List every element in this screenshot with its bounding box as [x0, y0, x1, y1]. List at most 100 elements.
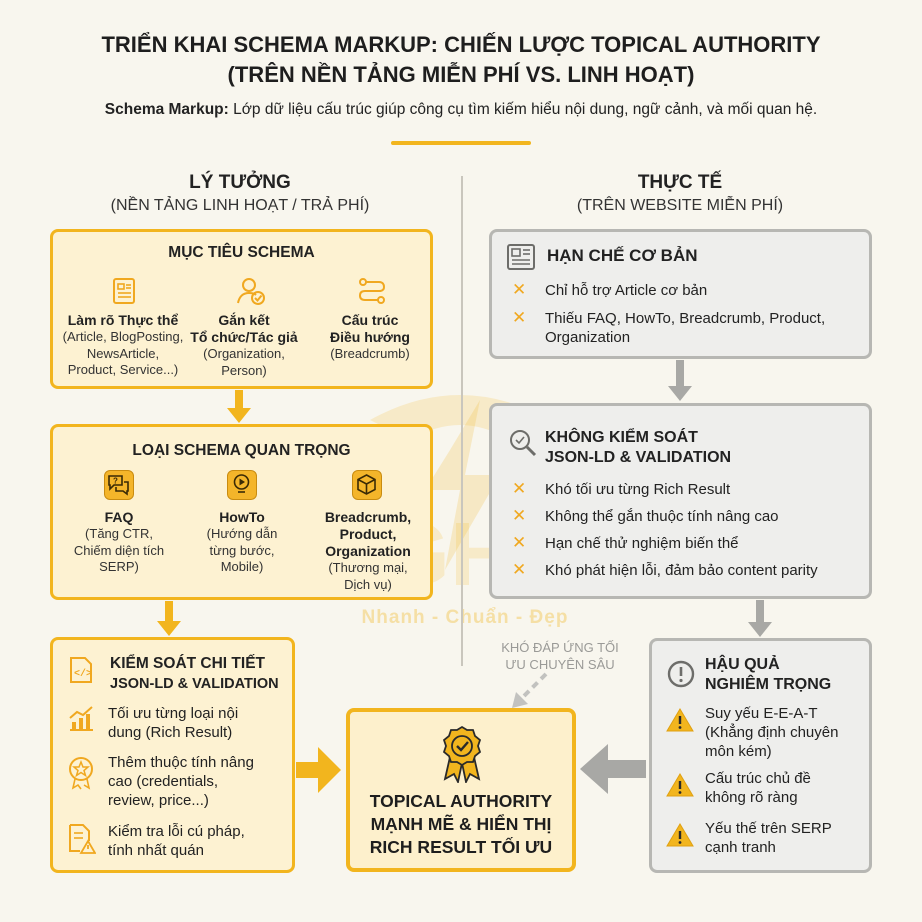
goal-item-organization: Gắn kết Tổ chức/Tác giả (Organization, P…	[179, 312, 309, 379]
box-icon	[352, 470, 382, 500]
arrow-down-icon	[157, 601, 181, 636]
x-mark-icon: ✕	[512, 308, 527, 327]
page-title: TRIỂN KHAI SCHEMA MARKUP: CHIẾN LƯỢC TOP…	[20, 30, 902, 90]
x-mark-icon: ✕	[512, 280, 527, 299]
goal-item-entity: Làm rõ Thực thể (Article, BlogPosting, N…	[53, 312, 193, 379]
type-item-sub: (Hướng dẫn	[206, 526, 278, 541]
arrow-down-icon	[227, 390, 251, 423]
control-item-text: Thêm thuộc tính nâng cao (credentials, r…	[108, 754, 254, 809]
goal-item-sub: (Organization,	[203, 346, 285, 361]
schema-goal-box: MỤC TIÊU SCHEMA Làm rõ Thực thể (Article…	[50, 229, 433, 389]
goal-item-label: Cấu trúc Điều hướng	[330, 312, 410, 345]
type-item-sub: Dịch vụ)	[344, 576, 392, 592]
left-column-heading: LÝ TƯỞNG (NỀN TẢNG LINH HOẠT / TRẢ PHÍ)	[40, 171, 440, 217]
basic-limits-title: HẠN CHẾ CƠ BẢN	[547, 246, 698, 265]
no-control-title-line-2: JSON-LD & VALIDATION	[545, 449, 732, 466]
arrow-down-icon	[748, 600, 772, 637]
x-mark-icon: ✕	[512, 533, 527, 552]
goal-item-navigation: Cấu trúc Điều hướng (Breadcrumb)	[309, 312, 431, 363]
type-item-label: FAQ	[104, 509, 134, 525]
basic-limits-box: HẠN CHẾ CƠ BẢN ✕ Chỉ hỗ trợ Article cơ b…	[489, 229, 872, 359]
type-item-label: Breadcrumb, Product, Organization	[324, 509, 412, 559]
type-item-howto: HowTo (Hướng dẫn từng bước, Mobile)	[179, 509, 305, 576]
consequences-title-line-1: HẬU QUẢ	[705, 656, 780, 673]
left-heading: LÝ TƯỞNG	[189, 172, 291, 193]
control-item-text: Kiểm tra lỗi cú pháp, tính nhất quán	[108, 823, 245, 859]
newspaper-icon	[507, 244, 535, 270]
title-divider	[391, 141, 531, 145]
consequence-item: Yếu thế trên SERP cạnh tranh	[705, 820, 832, 856]
type-item-sub: (Tăng CTR,	[85, 526, 153, 541]
star-badge-icon	[69, 757, 93, 790]
control-title-line-2: JSON-LD & VALIDATION	[110, 676, 279, 692]
warning-triangle-icon	[666, 773, 694, 797]
play-bulb-icon	[227, 470, 257, 500]
type-item-sub: SERP)	[99, 559, 139, 574]
dashed-arrow-note: KHÓ ĐÁP ỨNG TỐI ƯU CHUYÊN SÂU	[501, 640, 619, 672]
left-subheading: (NỀN TẢNG LINH HOẠT / TRẢ PHÍ)	[110, 197, 370, 214]
goal-item-sub: Person)	[221, 362, 267, 378]
doc-warning-icon	[69, 824, 96, 854]
no-control-box: KHÔNG KIỂM SOÁT JSON-LD & VALIDATION ✕ K…	[489, 403, 872, 599]
goal-item-sub: Product, Service...)	[67, 362, 179, 377]
goal-item-label: Gắn kết Tổ chức/Tác giả	[190, 312, 298, 345]
consequence-item: Suy yếu E-E-A-T (Khẳng định chuyên môn k…	[705, 705, 839, 760]
goal-item-label: Làm rõ Thực thể	[67, 312, 179, 328]
svg-text:?: ?	[113, 477, 118, 486]
detailed-control-box: </> KIỂM SOÁT CHI TIẾT JSON-LD & VALIDAT…	[50, 637, 295, 873]
arrow-left-icon	[580, 744, 646, 794]
right-subheading: (TRÊN WEBSITE MIỄN PHÍ)	[576, 197, 784, 214]
arrow-down-icon	[668, 360, 692, 401]
code-file-icon: </>	[70, 657, 92, 683]
type-item-faq: FAQ (Tăng CTR, Chiếm diện tích SERP)	[53, 509, 185, 576]
detailed-control-title: KIỂM SOÁT CHI TIẾT JSON-LD & VALIDATION	[110, 654, 290, 694]
page-subtitle: Schema Markup: Lớp dữ liệu cấu trúc giúp…	[20, 99, 902, 121]
subtitle-text: Lớp dữ liệu cấu trúc giúp công cụ tìm ki…	[233, 101, 818, 118]
no-control-title-line-1: KHÔNG KIỂM SOÁT	[545, 429, 698, 446]
no-control-item: Khó tối ưu từng Rich Result	[545, 481, 731, 498]
column-divider	[461, 176, 463, 666]
person-check-icon	[237, 278, 265, 305]
type-item-sub: Mobile)	[220, 559, 264, 574]
schema-types-title: LOẠI SCHEMA QUAN TRỌNG	[132, 442, 351, 459]
control-item-text: Tối ưu từng loại nội dung (Rich Result)	[108, 705, 239, 741]
x-mark-icon: ✕	[512, 479, 527, 498]
schema-types-box: LOẠI SCHEMA QUAN TRỌNG ? FAQ (Tăng CTR, …	[50, 424, 433, 600]
type-item-label: HowTo	[219, 509, 265, 525]
consequence-item: Cấu trúc chủ đề không rõ ràng	[705, 770, 811, 806]
no-control-title: KHÔNG KIỂM SOÁT JSON-LD & VALIDATION	[545, 428, 845, 468]
type-item-commerce: Breadcrumb, Product, Organization (Thươn…	[305, 509, 431, 593]
consequences-title-line-2: NGHIÊM TRỌNG	[705, 676, 832, 693]
topical-authority-text: TOPICAL AUTHORITY MẠNH MẼ & HIỂN THỊ RIC…	[369, 791, 553, 857]
basic-limit-item: Chỉ hỗ trợ Article cơ bản	[545, 282, 708, 299]
basic-limit-item: Thiếu FAQ, HowTo, Breadcrumb, Product, O…	[545, 310, 826, 346]
no-control-item: Khó phát hiện lỗi, đảm bảo content parit…	[545, 562, 818, 579]
topical-authority-target-box: TOPICAL AUTHORITY MẠNH MẼ & HIỂN THỊ RIC…	[346, 708, 576, 872]
goal-item-sub: NewsArticle,	[86, 345, 160, 361]
warning-triangle-icon	[666, 708, 694, 732]
type-item-sub: Chiếm diện tích	[73, 542, 165, 558]
faq-bubble-icon: ?	[104, 470, 134, 500]
type-item-sub: từng bước,	[209, 542, 275, 558]
x-mark-icon: ✕	[512, 506, 527, 525]
route-icon	[358, 278, 386, 304]
goal-item-sub: (Breadcrumb)	[330, 346, 410, 361]
arrow-right-icon	[296, 747, 341, 793]
warning-triangle-icon	[666, 823, 694, 847]
control-title-line-1: KIỂM SOÁT CHI TIẾT	[110, 655, 265, 672]
dashed-arrow-icon	[512, 672, 548, 708]
no-control-item: Không thể gắn thuộc tính nâng cao	[545, 508, 779, 525]
award-badge-icon	[442, 725, 482, 783]
search-icon	[510, 430, 537, 457]
schema-goal-title: MỤC TIÊU SCHEMA	[168, 244, 315, 261]
right-column-heading: THỰC TẾ (TRÊN WEBSITE MIỄN PHÍ)	[480, 171, 880, 217]
title-line-1: TRIỂN KHAI SCHEMA MARKUP: CHIẾN LƯỢC TOP…	[101, 32, 821, 57]
consequences-box: HẬU QUẢ NGHIÊM TRỌNG Suy yếu E-E-A-T (Kh…	[649, 638, 872, 873]
watermark-slogan: Nhanh - Chuẩn - Đẹp	[361, 607, 569, 628]
right-heading: THỰC TẾ	[637, 172, 723, 193]
consequences-title: HẬU QUẢ NGHIÊM TRỌNG	[705, 655, 865, 695]
goal-item-sub: (Article, BlogPosting,	[62, 329, 184, 344]
title-line-2: (TRÊN NỀN TẢNG MIỄN PHÍ VS. LINH HOẠT)	[227, 62, 695, 87]
x-mark-icon: ✕	[512, 560, 527, 579]
document-icon	[113, 278, 135, 304]
